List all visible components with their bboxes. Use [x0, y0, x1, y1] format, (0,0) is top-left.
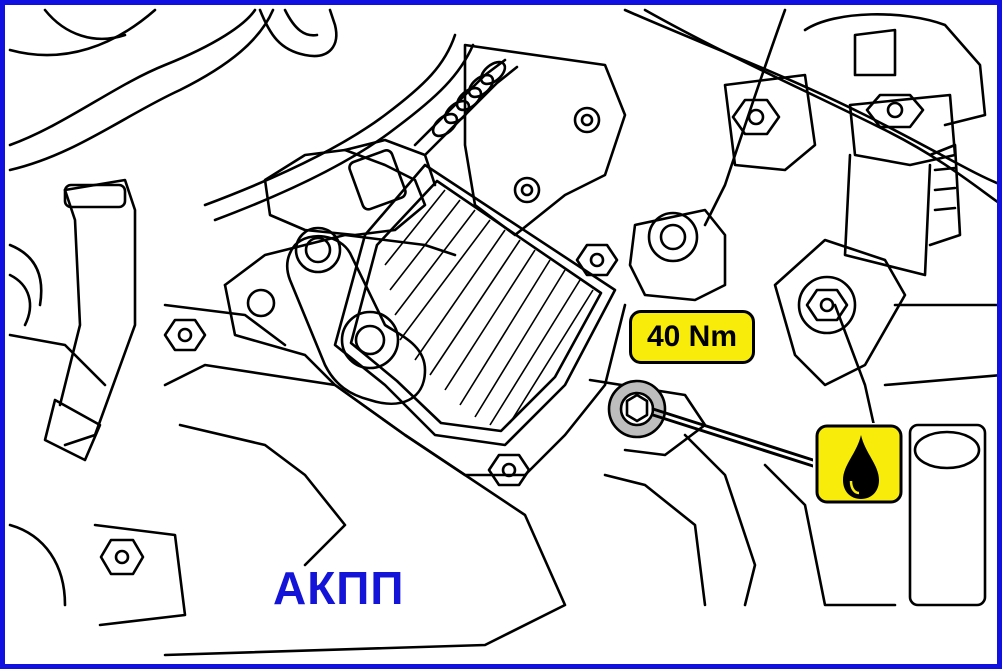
torque-spec-badge: 40 Nm	[629, 310, 755, 364]
oil-drop-icon	[813, 423, 903, 505]
transmission-line-drawing	[8, 8, 997, 657]
transmission-caption: АКПП	[273, 562, 405, 614]
